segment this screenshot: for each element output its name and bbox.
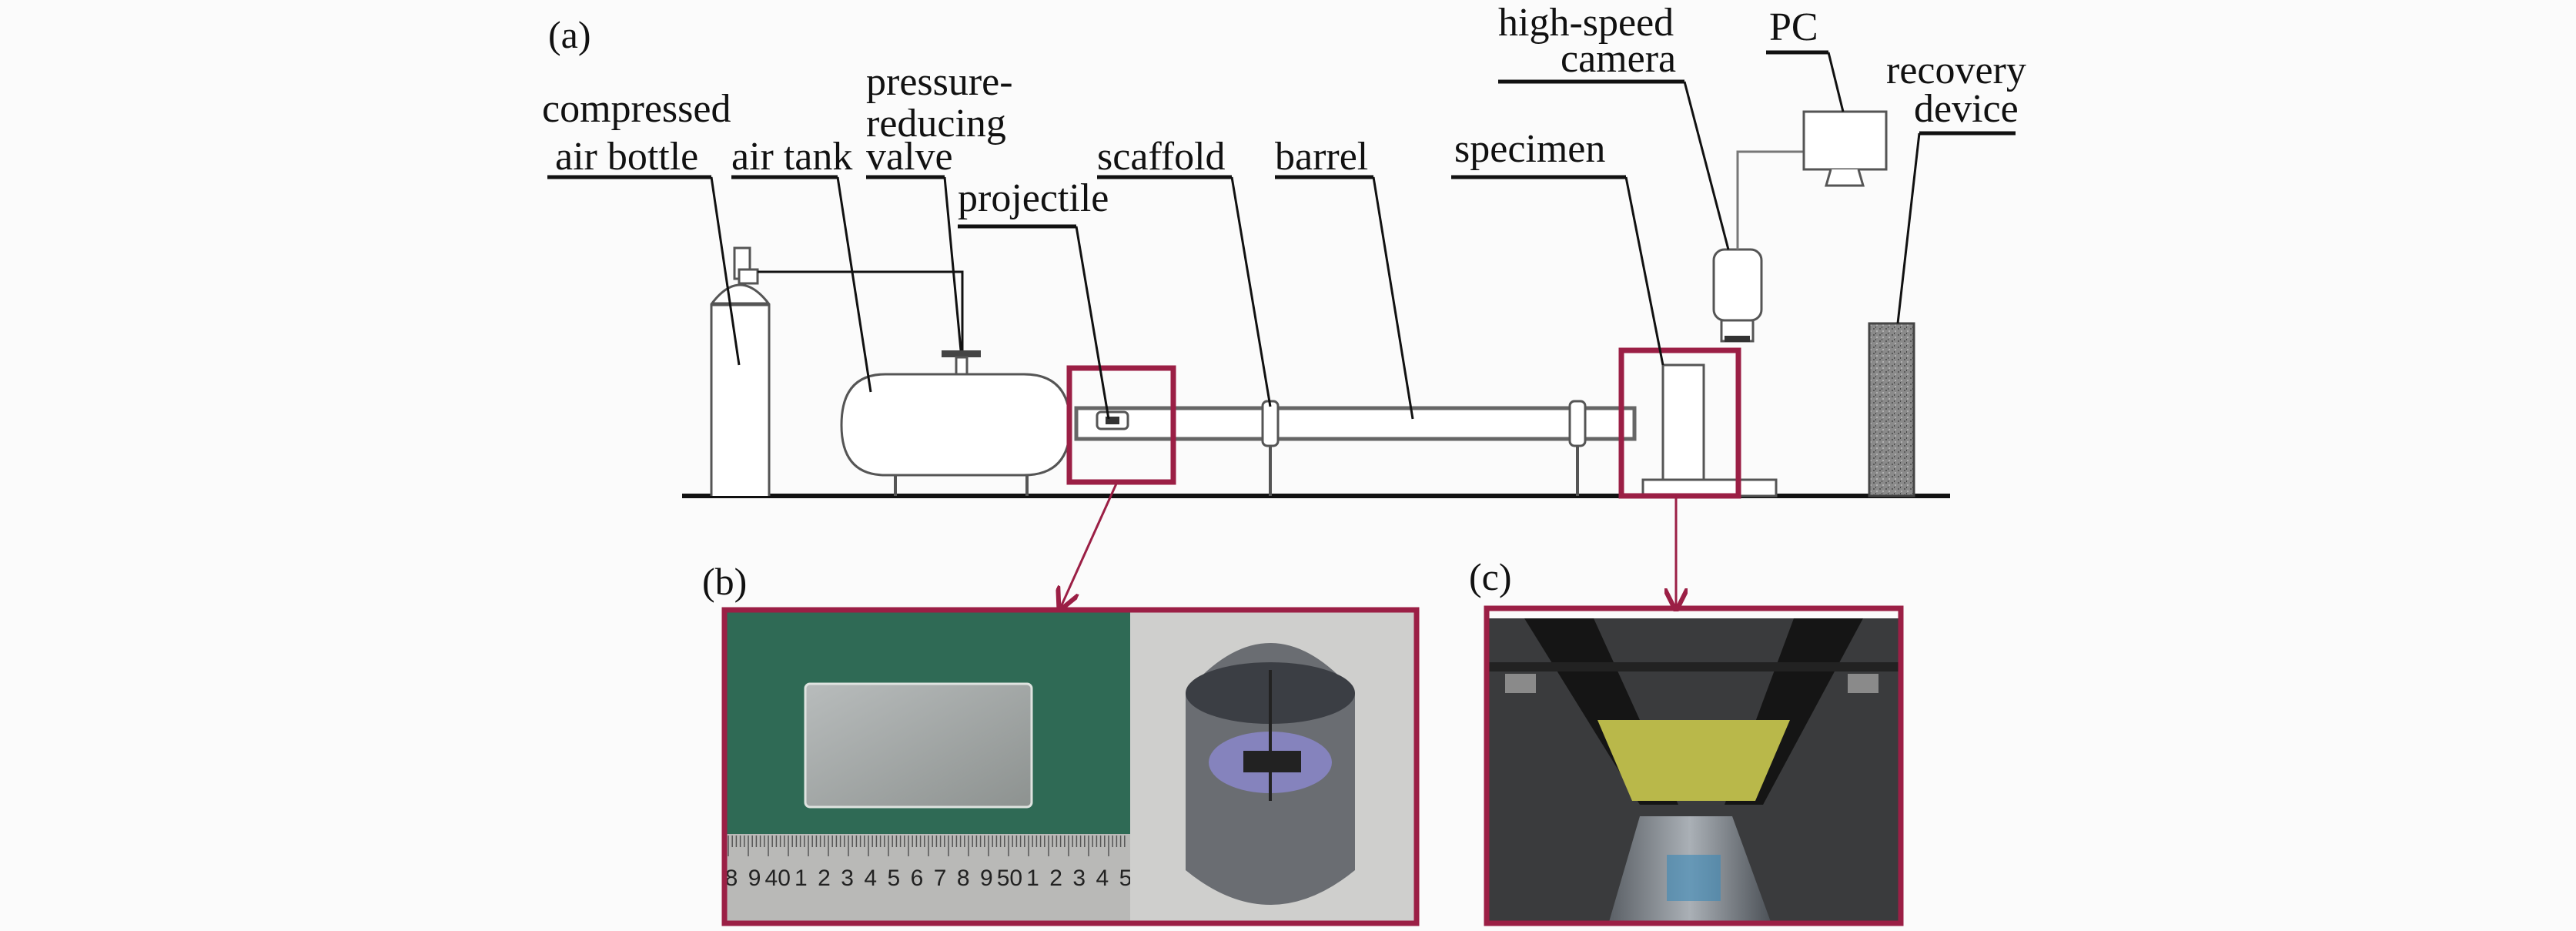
ruler-digit: 6 [911, 866, 924, 891]
panel-label-b: (b) [702, 560, 747, 603]
panel-label-a: (a) [548, 13, 591, 56]
high-speed-camera [1712, 248, 1763, 343]
label-projectile: projectile [958, 176, 1110, 420]
label-compressed-air-bottle: compressed air bottle [542, 87, 741, 366]
barrel [1074, 400, 1637, 496]
specimen-yellow-panel [1597, 720, 1790, 801]
svg-text:camera: camera [1561, 37, 1676, 81]
ruler-digit: 2 [1049, 866, 1062, 891]
svg-text:compressed: compressed [542, 87, 731, 131]
svg-text:recovery: recovery [1886, 49, 2026, 92]
ruler-digit: 1 [1026, 866, 1039, 891]
air-tank [840, 373, 1072, 496]
label-barrel: barrel [1275, 135, 1414, 420]
label-high-speed-camera: high-speed camera [1498, 1, 1730, 250]
pressure-reducing-valve-flange [942, 350, 981, 357]
pc-monitor [1802, 110, 1888, 187]
panel-b-frame [721, 607, 1420, 926]
label-specimen: specimen [1451, 127, 1664, 366]
panel-label-c: (c) [1469, 555, 1512, 598]
ruler-digit: 9 [980, 866, 993, 891]
svg-text:device: device [1914, 87, 2019, 131]
ruler-digit: 8 [957, 866, 970, 891]
specimen-highlight-box [1618, 347, 1741, 499]
camera-cable [1736, 150, 1804, 249]
projectile-plate [804, 682, 1033, 809]
svg-text:PC: PC [1769, 5, 1818, 49]
svg-text:specimen: specimen [1454, 127, 1605, 171]
panel-c-frame [1484, 605, 1904, 926]
projectile-highlight-box [1066, 365, 1176, 485]
label-air-tank: air tank [731, 135, 872, 393]
svg-text:barrel: barrel [1275, 135, 1368, 179]
svg-text:scaffold: scaffold [1097, 135, 1226, 179]
ruler-digit: 40 [765, 866, 791, 891]
compressed-air-bottle [710, 246, 771, 496]
ruler-digit: 5 [1119, 866, 1132, 891]
label-scaffold: scaffold [1097, 135, 1272, 407]
ruler-digit: 9 [748, 866, 761, 891]
arrow-to-panel-b [1061, 481, 1119, 607]
projectile-core [1106, 417, 1119, 424]
ruler-digit: 2 [818, 866, 831, 891]
ruler-digit: 7 [934, 866, 947, 891]
label-recovery-device: recovery device [1886, 49, 2026, 324]
ruler-digit: 4 [1096, 866, 1109, 891]
photo-specimen-mount [1484, 605, 1904, 926]
ruler-digit: 8 [725, 866, 738, 891]
svg-text:air tank: air tank [731, 135, 852, 179]
air-pipe [758, 270, 964, 350]
ruler-digit: 5 [887, 866, 900, 891]
svg-text:air bottle: air bottle [555, 135, 698, 179]
ruler-digit: 4 [864, 866, 877, 891]
ruler-digit: 1 [795, 866, 808, 891]
label-pc: PC [1766, 5, 1845, 112]
pressure-reducing-valve-stem [955, 356, 969, 377]
ruler-digit: 50 [997, 866, 1022, 891]
svg-text:high-speed: high-speed [1498, 1, 1674, 45]
label-pressure-reducing-valve: pressure- reducing valve [866, 60, 1013, 351]
svg-text:valve: valve [866, 135, 953, 179]
svg-text:reducing: reducing [866, 102, 1006, 146]
recovery-device [1868, 322, 1915, 497]
specimen [1661, 363, 1705, 481]
svg-text:pressure-: pressure- [866, 60, 1013, 104]
svg-text:projectile: projectile [958, 176, 1109, 220]
ruler-digit: 3 [841, 866, 854, 891]
ruler-digit: 3 [1072, 866, 1086, 891]
